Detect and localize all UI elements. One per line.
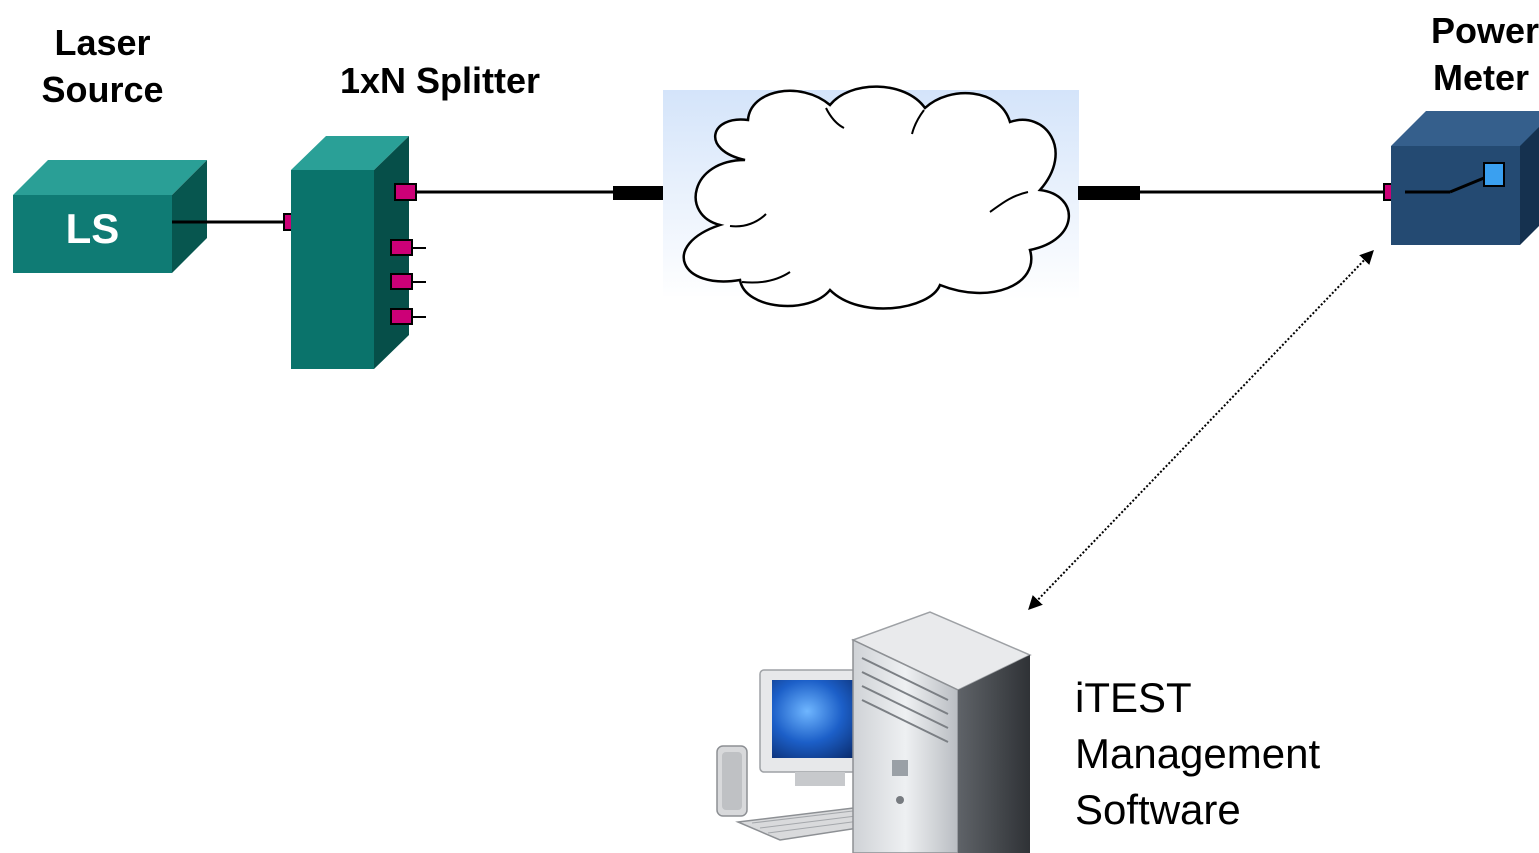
laser-box-text: LS [65, 205, 120, 252]
software-label: iTEST Management Software [1075, 670, 1320, 838]
cloud-inner-curve-4 [911, 109, 925, 135]
laser-source-box [13, 160, 207, 273]
power-meter-label-line2: Meter [1432, 56, 1529, 98]
power-meter-label: Power Meter [1395, 8, 1539, 102]
splitter-output-ports [390, 239, 426, 325]
laser-source-label: Laser Source [20, 20, 185, 114]
management-link-arrow [1028, 249, 1374, 611]
fiber-boot-right [1078, 186, 1140, 200]
cloud-inner-curve-3 [825, 107, 845, 129]
desktop-computer-icon [716, 611, 1032, 853]
laser-source-label-line2: Source [41, 68, 164, 110]
software-label-line2: Management [1075, 729, 1321, 777]
cloud-inner-curve-2 [989, 191, 1029, 213]
laser-source-label-line1: Laser [54, 22, 151, 63]
power-meter-label-line1: Power [1430, 10, 1539, 51]
cloud-inner-curve-1 [729, 213, 767, 228]
cloud-inner-curve-5 [741, 271, 791, 284]
power-meter-box [1391, 111, 1539, 245]
fiber-boot-left [613, 186, 668, 200]
software-label-line1: iTEST [1075, 674, 1192, 721]
meter-detector-port [1483, 162, 1505, 187]
meter-internal-link-2 [1449, 176, 1485, 194]
splitter-label: 1xN Splitter [339, 60, 541, 101]
splitter-output-connector-main [394, 183, 417, 201]
network-cloud-icon [682, 85, 1070, 310]
software-label-line3: Software [1075, 785, 1241, 833]
